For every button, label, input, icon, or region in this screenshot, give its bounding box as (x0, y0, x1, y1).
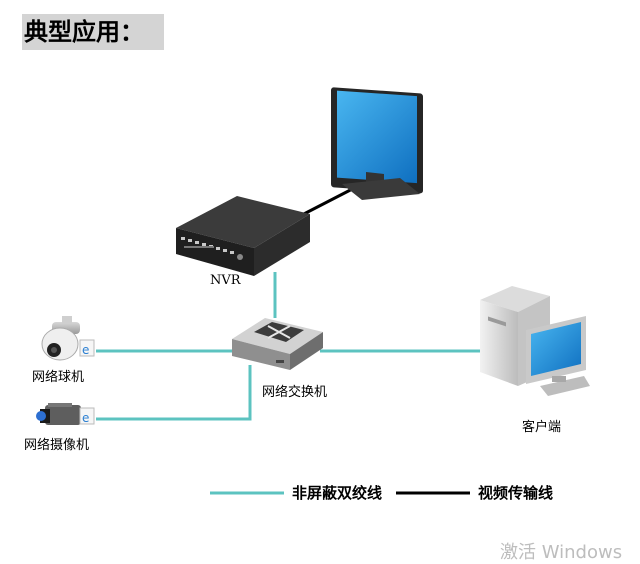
svg-text:e: e (82, 343, 89, 357)
client-pc-icon (480, 286, 590, 396)
utp-cable-box-switch (96, 365, 252, 421)
legend-video-label: 视频传输线 (478, 484, 554, 502)
dome-camera-label: 网络球机 (32, 370, 85, 385)
switch-label: 网络交换机 (262, 385, 328, 400)
switch-icon (232, 318, 323, 370)
svg-text:e: e (82, 411, 89, 425)
page-title: 典型应用： (22, 14, 164, 50)
activate-windows-watermark: 激活 Windows (500, 542, 623, 563)
monitor-icon (331, 87, 423, 200)
connections (96, 182, 480, 421)
dome-camera-icon: e (41, 316, 95, 361)
nvr-label: NVR (210, 273, 241, 288)
box-camera-icon: e (36, 403, 95, 425)
legend-utp-label: 非屏蔽双绞线 (292, 484, 383, 502)
nvr-icon (176, 196, 310, 276)
client-label: 客户端 (522, 420, 562, 435)
box-camera-label: 网络摄像机 (24, 438, 90, 453)
